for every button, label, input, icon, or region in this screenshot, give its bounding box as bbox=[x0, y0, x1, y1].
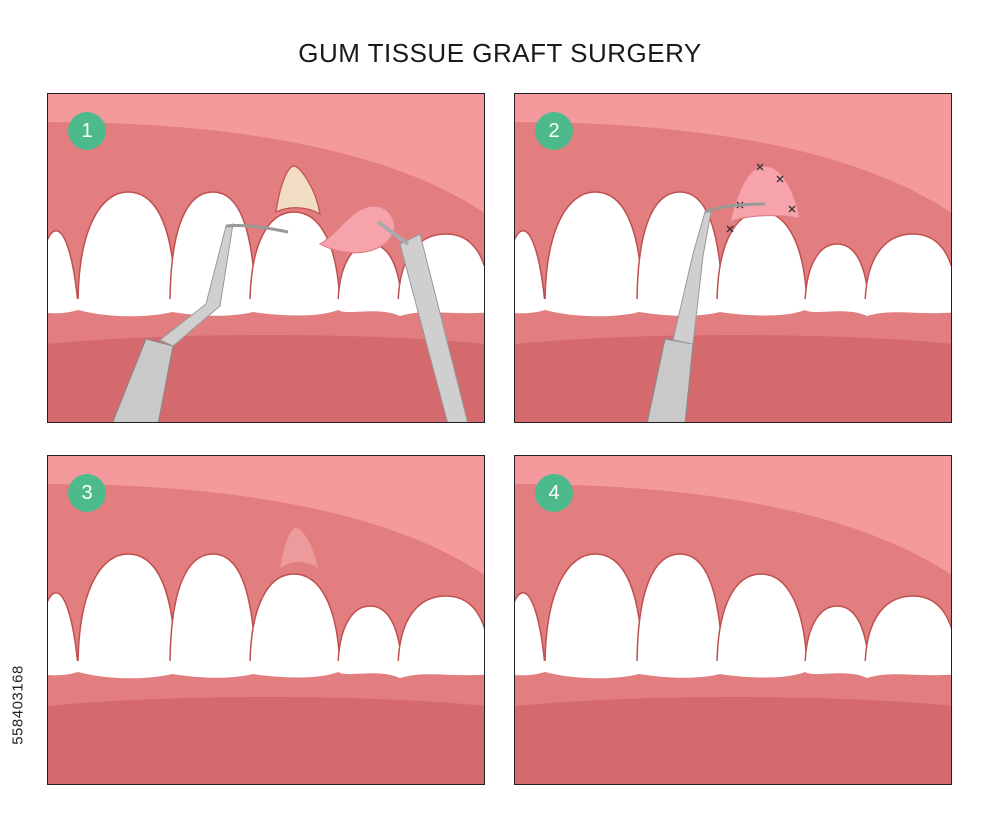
sutured-graft bbox=[729, 165, 801, 224]
step-4-panel: 4 bbox=[514, 455, 952, 785]
step-3-illustration bbox=[48, 456, 484, 784]
step-2-badge: 2 bbox=[535, 112, 573, 150]
step-2-panel: 2 bbox=[514, 93, 952, 423]
stock-id-label: 558403168 bbox=[6, 590, 30, 820]
healing-graft bbox=[280, 528, 318, 568]
step-1-panel: 1 bbox=[47, 93, 485, 423]
step-2-illustration bbox=[515, 94, 951, 422]
step-3-badge: 3 bbox=[68, 474, 106, 512]
page-title: GUM TISSUE GRAFT SURGERY bbox=[298, 38, 702, 68]
step-3-panel: 3 bbox=[47, 455, 485, 785]
stock-id-text: 558403168 bbox=[9, 665, 27, 745]
gum-graft bbox=[318, 205, 395, 254]
step-1-badge: 1 bbox=[68, 112, 106, 150]
step-1-illustration bbox=[48, 94, 484, 422]
exposed-root bbox=[275, 165, 321, 216]
step-4-illustration bbox=[515, 456, 951, 784]
step-4-badge: 4 bbox=[535, 474, 573, 512]
